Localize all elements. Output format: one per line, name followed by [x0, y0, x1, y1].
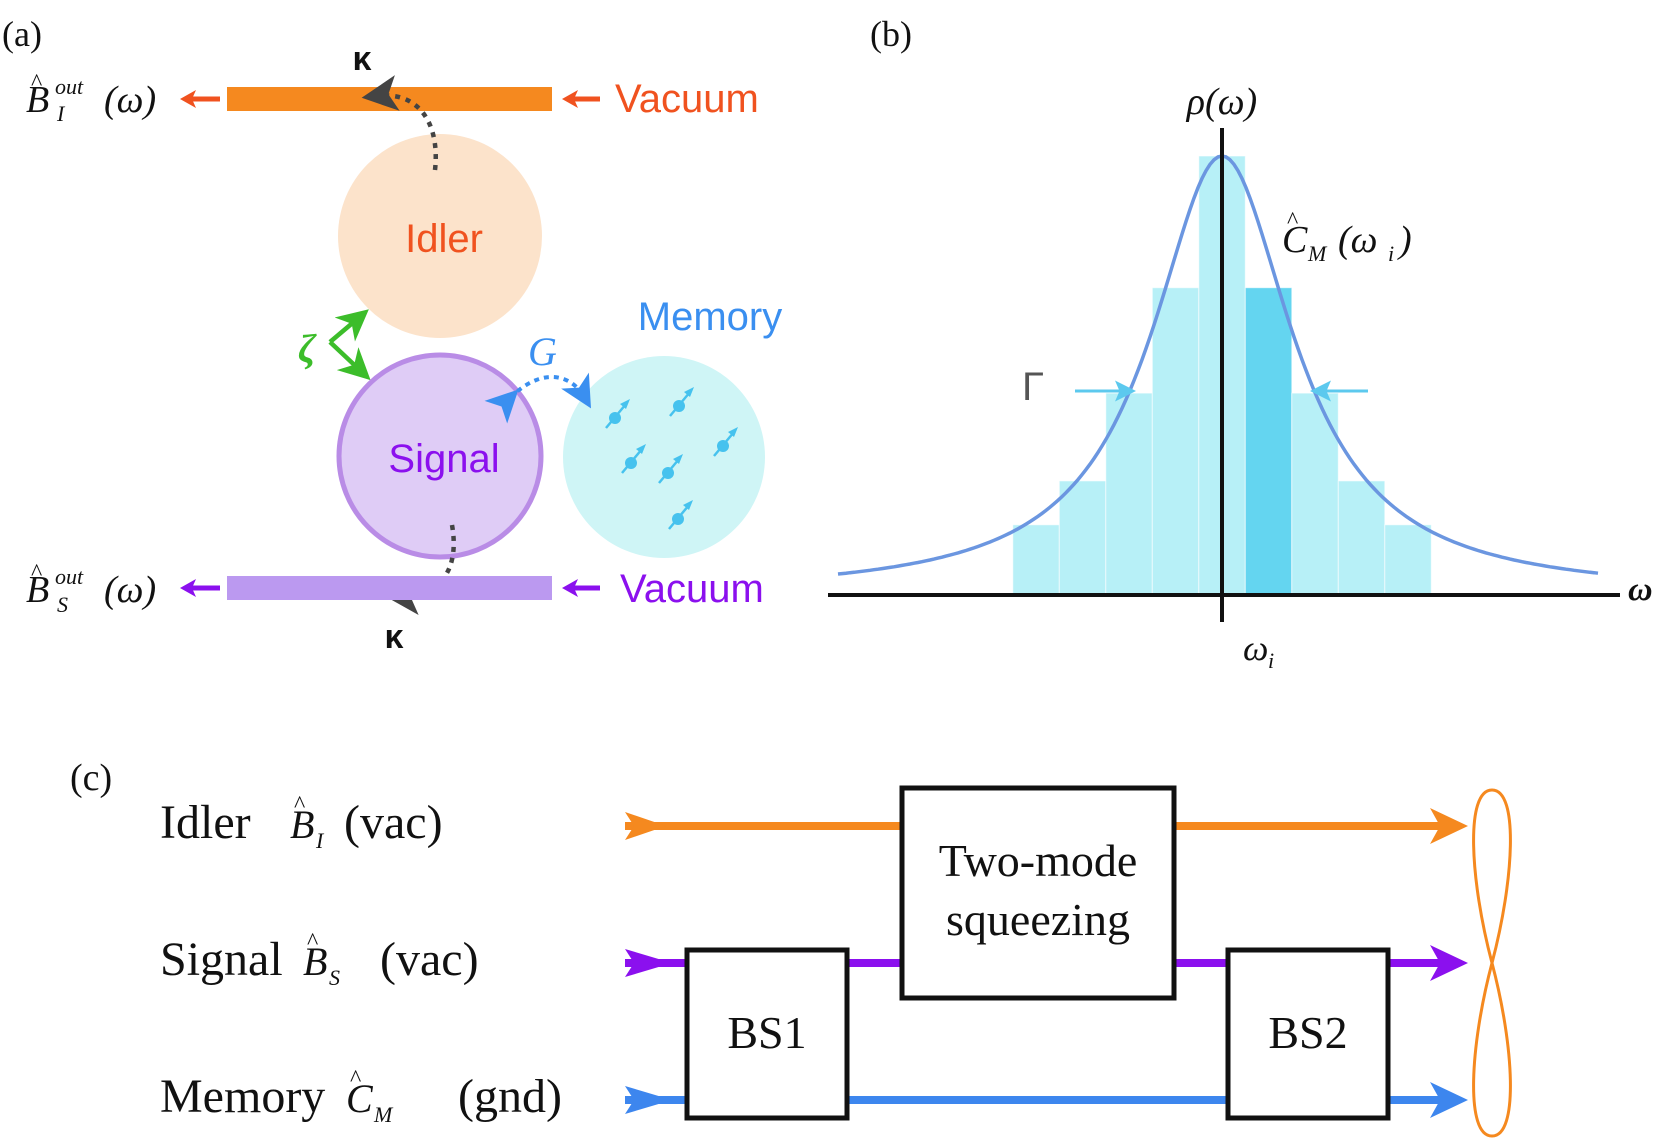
panel-a: (a) B ^ out I (ω) κ Vacuum Idler ζ	[2, 14, 782, 656]
spin-icon	[668, 500, 693, 530]
bs2-box: BS2	[1225, 947, 1391, 1121]
svg-text:(ω: (ω	[1338, 219, 1377, 261]
svg-text:out: out	[55, 74, 84, 99]
panel-b: (b) ρ(ω) ω ω i C ^ M (ω i ) Γ	[828, 14, 1653, 673]
panel-c: (c) Idler B ^ I (vac) Signal B ^ S (vac)…	[70, 757, 1512, 1138]
spin-icons	[605, 387, 738, 530]
svg-text:S: S	[57, 592, 68, 617]
svg-text:ω: ω	[1243, 628, 1268, 668]
zeta-coupling-arrows	[328, 309, 371, 381]
g-coupling-arrow	[484, 372, 592, 424]
memory-line	[625, 1082, 1468, 1118]
signal-waveguide	[227, 576, 552, 600]
svg-text:out: out	[55, 564, 84, 589]
y-axis-label: ρ(ω)	[1186, 81, 1257, 123]
svg-text:i: i	[1388, 241, 1394, 266]
signal-output-operator: B ^ out S (ω)	[26, 560, 156, 617]
svg-text:^: ^	[294, 792, 305, 818]
idler-resonator	[338, 134, 542, 338]
signal-label: Signal	[388, 437, 499, 481]
svg-text:^: ^	[350, 1066, 361, 1092]
svg-text:I: I	[315, 828, 325, 853]
svg-text:Two-mode: Two-mode	[939, 835, 1138, 886]
svg-text:C: C	[1282, 219, 1308, 261]
svg-text:M: M	[1307, 241, 1328, 266]
svg-text:): )	[1397, 219, 1412, 261]
idler-label: Idler	[405, 217, 483, 261]
spin-icon	[713, 427, 738, 457]
histogram-bar	[1337, 480, 1386, 596]
svg-text:^: ^	[1287, 208, 1298, 234]
vacuum-bottom-arrow	[562, 579, 600, 597]
panel-a-label: (a)	[2, 14, 42, 54]
svg-text:BS2: BS2	[1268, 1007, 1347, 1058]
svg-text:(ω): (ω)	[104, 569, 156, 611]
lorentzian-curve	[837, 154, 1599, 576]
histogram-bar	[1151, 287, 1200, 596]
histogram-bar	[1058, 480, 1107, 596]
idler-row-label: Idler B ^ I (vac)	[160, 792, 443, 853]
svg-text:BS1: BS1	[727, 1007, 806, 1058]
center-frequency-label: ω i	[1243, 628, 1274, 673]
idler-line	[625, 808, 1468, 844]
histogram-bars	[1012, 155, 1432, 596]
histogram-bar	[1012, 524, 1060, 596]
svg-text:(gnd): (gnd)	[458, 1070, 562, 1123]
spin-icon	[658, 454, 683, 484]
two-mode-squeezing-box: Two-mode squeezing	[899, 785, 1177, 1001]
idler-output-arrow	[180, 90, 220, 108]
panel-c-label: (c)	[70, 757, 112, 799]
g-label: G	[528, 329, 557, 374]
zeta-label: ζ	[298, 326, 317, 371]
gamma-label: Γ	[1022, 365, 1044, 409]
entanglement-loop-icon	[1472, 788, 1512, 1138]
svg-text:B: B	[26, 79, 49, 121]
svg-text:^: ^	[31, 70, 42, 96]
memory-row-label: Memory C ^ M (gnd)	[160, 1066, 562, 1127]
vacuum-bottom-label: Vacuum	[620, 567, 764, 611]
svg-text:Memory: Memory	[160, 1070, 325, 1123]
svg-text:^: ^	[31, 560, 42, 586]
memory-label: Memory	[638, 295, 782, 339]
kappa-bottom-label: κ	[385, 618, 404, 656]
idler-waveguide	[227, 87, 552, 111]
memory-ensemble	[563, 356, 765, 558]
panel-b-label: (b)	[870, 14, 912, 54]
signal-line	[625, 945, 1468, 981]
svg-text:C: C	[346, 1076, 374, 1121]
x-axis-label: ω	[1628, 571, 1653, 608]
signal-output-arrow	[180, 579, 220, 597]
svg-text:B: B	[26, 569, 49, 611]
svg-text:squeezing: squeezing	[946, 894, 1130, 945]
idler-output-operator: B ^ out I (ω)	[26, 70, 156, 126]
svg-text:Idler: Idler	[160, 796, 251, 849]
svg-text:B: B	[303, 939, 327, 984]
spin-icon	[605, 399, 630, 429]
histogram-bar	[1384, 524, 1432, 596]
svg-text:(ω): (ω)	[104, 79, 156, 121]
bs1-box: BS1	[684, 947, 850, 1121]
vacuum-top-arrow	[562, 90, 600, 108]
svg-text:Signal: Signal	[160, 933, 283, 986]
svg-text:M: M	[373, 1102, 394, 1127]
histogram-bar	[1291, 392, 1339, 596]
signal-row-label: Signal B ^ S (vac)	[160, 929, 479, 990]
kappa-top-label: κ	[353, 40, 372, 78]
mode-label: C ^ M (ω i )	[1282, 208, 1412, 266]
spin-icon	[621, 444, 646, 474]
svg-text:B: B	[290, 802, 314, 847]
svg-text:i: i	[1268, 648, 1274, 673]
vacuum-top-label: Vacuum	[615, 77, 759, 121]
svg-text:I: I	[56, 101, 66, 126]
svg-text:S: S	[329, 965, 340, 990]
svg-text:(vac): (vac)	[344, 796, 443, 849]
idler-decay-arrow	[361, 75, 438, 171]
svg-text:^: ^	[307, 929, 318, 955]
svg-text:(vac): (vac)	[380, 933, 479, 986]
spin-icon	[669, 387, 694, 417]
histogram-bar	[1244, 287, 1293, 596]
